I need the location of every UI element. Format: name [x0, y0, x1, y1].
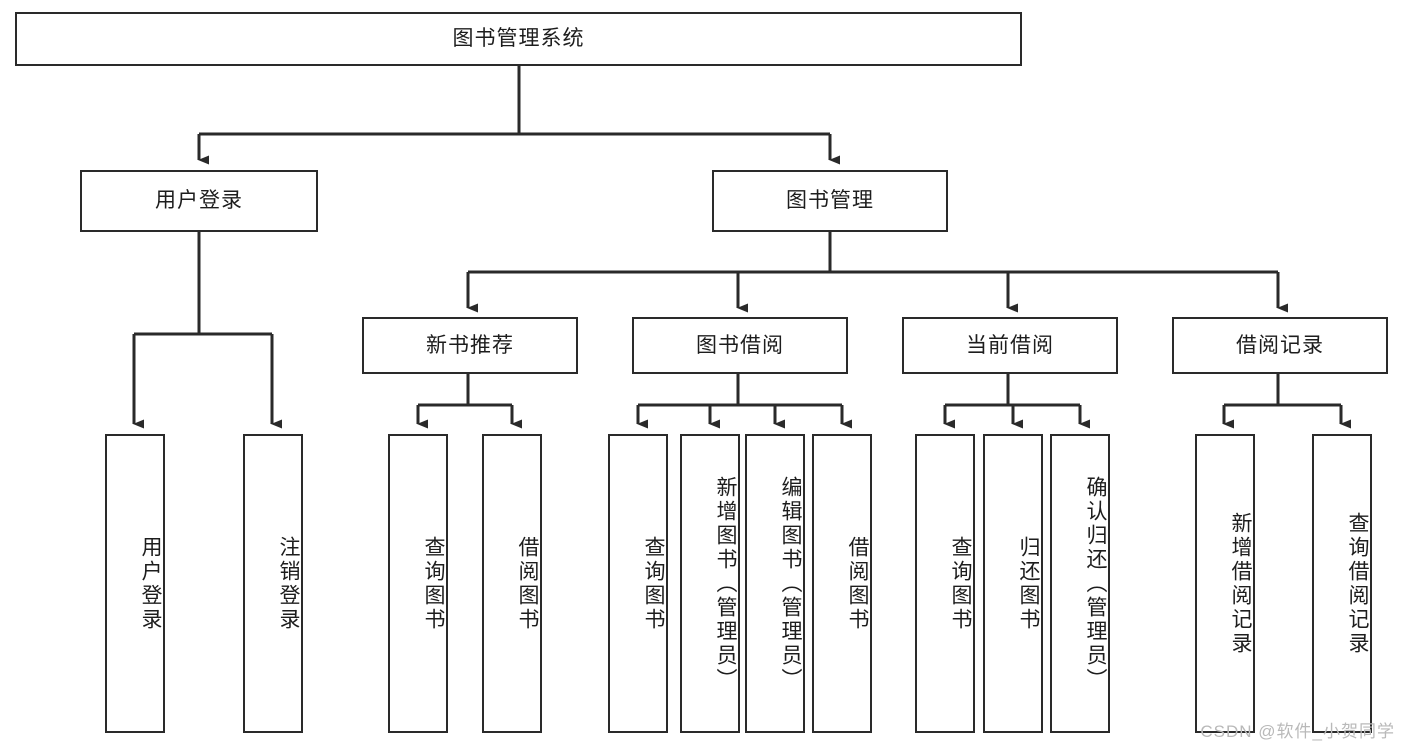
node-new-book-recommend[interactable]: 新书推荐 — [362, 317, 578, 374]
node-borrow-records[interactable]: 借阅记录 — [1172, 317, 1388, 374]
node-book-borrow-label: 图书借阅 — [696, 333, 784, 357]
node-leaf-nb-borrow-book-label: 借阅图书 — [516, 535, 539, 632]
node-leaf-cb-return-book-label: 归还图书 — [1017, 535, 1040, 632]
watermark: CSDN @软件_小贺同学 — [1200, 722, 1395, 741]
node-root-system-label: 图书管理系统 — [452, 27, 585, 51]
node-leaf-user-login-label: 用户登录 — [139, 535, 162, 632]
node-leaf-cb-return-book[interactable]: 归还图书 — [983, 434, 1043, 733]
node-leaf-bb-borrow-book[interactable]: 借阅图书 — [812, 434, 872, 733]
node-current-borrow-label: 当前借阅 — [966, 333, 1054, 357]
node-user-login[interactable]: 用户登录 — [80, 170, 318, 232]
node-leaf-bb-add-book-label: 新增图书（管理员） — [714, 475, 737, 692]
node-leaf-nb-query-book-label: 查询图书 — [422, 535, 445, 632]
node-leaf-br-add-record-label: 新增借阅记录 — [1229, 511, 1252, 656]
node-root-system[interactable]: 图书管理系统 — [15, 12, 1022, 66]
node-leaf-bb-query-book-label: 查询图书 — [642, 535, 665, 632]
node-leaf-bb-edit-book-label: 编辑图书（管理员） — [779, 475, 802, 692]
node-book-management[interactable]: 图书管理 — [712, 170, 948, 232]
node-leaf-logout[interactable]: 注销登录 — [243, 434, 303, 733]
node-leaf-nb-query-book[interactable]: 查询图书 — [388, 434, 448, 733]
node-new-book-recommend-label: 新书推荐 — [426, 333, 514, 357]
node-leaf-bb-add-book[interactable]: 新增图书（管理员） — [680, 434, 740, 733]
node-leaf-bb-edit-book[interactable]: 编辑图书（管理员） — [745, 434, 805, 733]
node-current-borrow[interactable]: 当前借阅 — [902, 317, 1118, 374]
node-book-management-label: 图书管理 — [786, 189, 874, 213]
node-leaf-br-add-record[interactable]: 新增借阅记录 — [1195, 434, 1255, 733]
node-user-login-label: 用户登录 — [155, 189, 243, 213]
node-leaf-cb-query-book[interactable]: 查询图书 — [915, 434, 975, 733]
node-leaf-nb-borrow-book[interactable]: 借阅图书 — [482, 434, 542, 733]
node-leaf-cb-confirm-return-label: 确认归还（管理员） — [1084, 475, 1107, 692]
node-borrow-records-label: 借阅记录 — [1236, 333, 1324, 357]
node-leaf-br-query-record-label: 查询借阅记录 — [1346, 511, 1369, 656]
node-book-borrow[interactable]: 图书借阅 — [632, 317, 848, 374]
node-leaf-user-login[interactable]: 用户登录 — [105, 434, 165, 733]
node-leaf-bb-borrow-book-label: 借阅图书 — [846, 535, 869, 632]
node-leaf-br-query-record[interactable]: 查询借阅记录 — [1312, 434, 1372, 733]
node-leaf-logout-label: 注销登录 — [277, 535, 300, 632]
node-leaf-cb-confirm-return[interactable]: 确认归还（管理员） — [1050, 434, 1110, 733]
node-leaf-cb-query-book-label: 查询图书 — [949, 535, 972, 632]
node-leaf-bb-query-book[interactable]: 查询图书 — [608, 434, 668, 733]
